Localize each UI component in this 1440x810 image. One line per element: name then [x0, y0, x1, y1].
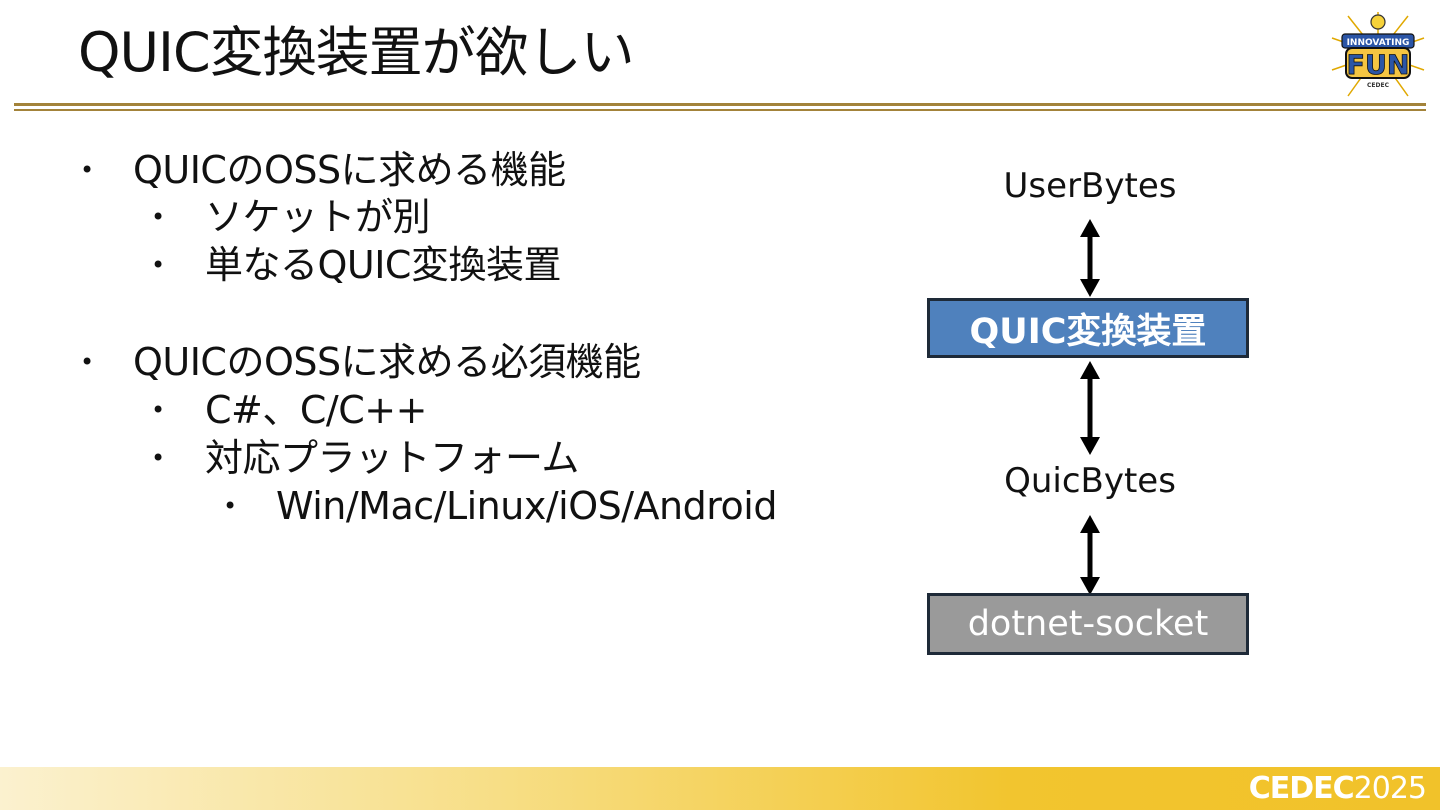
bullet-marker: • [151, 203, 166, 231]
dotnet-socket-box: dotnet-socket [927, 593, 1249, 655]
title-rule-bottom [14, 109, 1426, 111]
logo-bulb [1370, 14, 1386, 30]
bullet-marker: • [151, 251, 166, 279]
quic-bytes-label: QuicBytes [1004, 461, 1176, 501]
bullet-item: Win/Mac/Linux/iOS/Android [276, 484, 777, 528]
user-bytes-label: UserBytes [1003, 166, 1177, 206]
title-rule-top [14, 103, 1426, 106]
arrow-quic-to-socket [1080, 515, 1100, 595]
bullet-marker: • [80, 156, 95, 184]
slide-title: QUIC変換装置が欲しい [78, 21, 635, 84]
bullet-item: 対応プラットフォーム [205, 436, 579, 480]
bullet-item: 単なるQUIC変換装置 [205, 243, 561, 287]
bullet-item: QUICのOSSに求める必須機能 [133, 340, 641, 384]
bullet-item: ソケットが別 [205, 195, 431, 239]
footer-bar: CEDEC2025 [0, 767, 1440, 810]
bullet-marker: • [80, 348, 95, 376]
footer-year: 2025 [1353, 771, 1427, 806]
footer-brand: CEDEC [1248, 771, 1355, 806]
logo-small-text: CEDEC [1367, 82, 1390, 89]
arrows [1080, 219, 1100, 595]
bullet-item: QUICのOSSに求める機能 [133, 148, 566, 192]
bullet-item: C#、C/C++ [205, 388, 427, 432]
bullet-marker: • [223, 492, 238, 520]
quic-converter-box: QUIC変換装置 [927, 298, 1249, 358]
bullet-marker: • [151, 396, 166, 424]
logo-top-text: INNOVATING [1347, 38, 1410, 48]
logo-main-text: FUN [1347, 50, 1410, 81]
innovating-fun-logo: INNOVATING FUN CEDEC [1331, 12, 1425, 97]
cedec-footer-logo: CEDEC2025 [1248, 771, 1427, 807]
bullet-marker: • [151, 444, 166, 472]
logo-main-plate [1345, 47, 1411, 79]
arrow-converter-to-quic [1080, 361, 1100, 455]
arrow-user-to-converter [1080, 219, 1100, 297]
